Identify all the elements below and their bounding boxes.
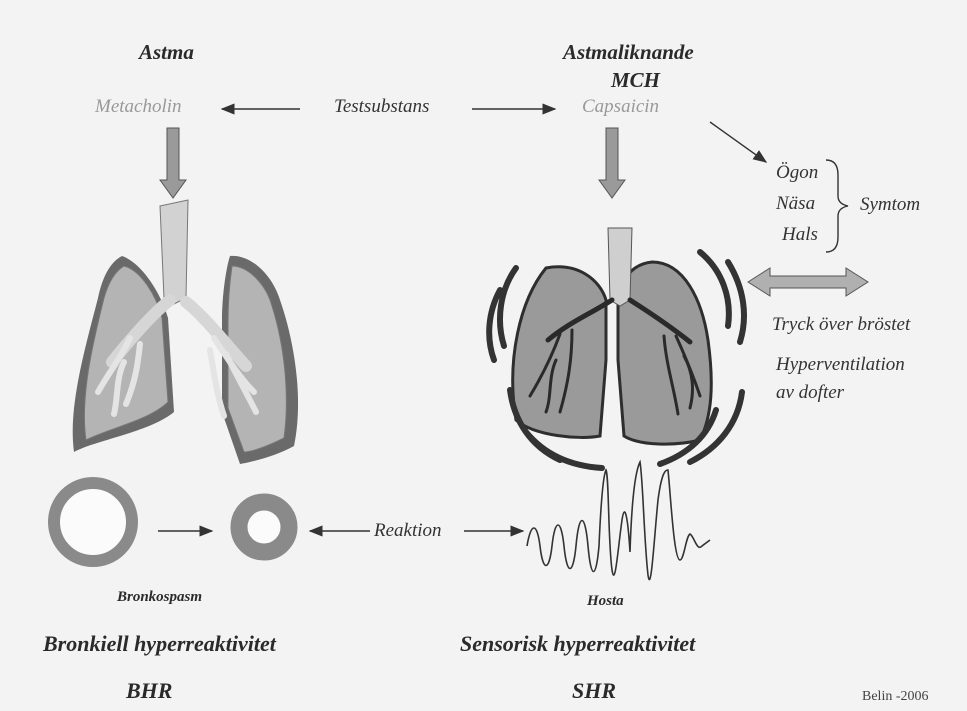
test-substance-label: Testsubstans: [334, 96, 429, 118]
symptom-label: Symtom: [860, 194, 920, 216]
left-abbr: BHR: [126, 678, 172, 704]
left-airway-label: Bronkospasm: [117, 589, 202, 606]
right-heading: Sensorisk hyperreaktivitet: [460, 631, 695, 657]
symptom-item: Ögon: [776, 162, 818, 184]
reaction-label: Reaktion: [374, 520, 442, 542]
effect-item: Hyperventilation: [776, 354, 905, 376]
right-substance: Capsaicin: [582, 96, 659, 118]
right-lungs-illustration: [489, 228, 744, 468]
left-heading: Bronkiell hyperreaktivitet: [43, 631, 276, 657]
symptom-item: Näsa: [776, 193, 815, 215]
left-title: Astma: [139, 40, 194, 65]
cough-label: Hosta: [587, 593, 624, 610]
cough-waveform: [527, 462, 710, 580]
symptom-item: Hals: [782, 224, 818, 246]
right-abbr: SHR: [572, 678, 616, 704]
credit: Belin -2006: [862, 689, 929, 705]
effect-item: av dofter: [776, 382, 844, 404]
double-arrow: [748, 268, 868, 296]
airway-ring-normal: [54, 483, 132, 561]
right-title-line1: Astmaliknande: [563, 40, 694, 65]
right-title-line2: MCH: [611, 68, 660, 93]
effect-item: Tryck över bröstet: [772, 314, 910, 336]
left-substance: Metacholin: [95, 96, 182, 118]
down-arrow-right: [599, 128, 625, 198]
arrow-capsaicin-to-symptoms: [710, 122, 766, 162]
left-lungs-illustration: [73, 200, 298, 464]
airway-ring-narrowed: [239, 502, 289, 552]
symptom-brace: [826, 160, 848, 252]
down-arrow-left: [160, 128, 186, 198]
